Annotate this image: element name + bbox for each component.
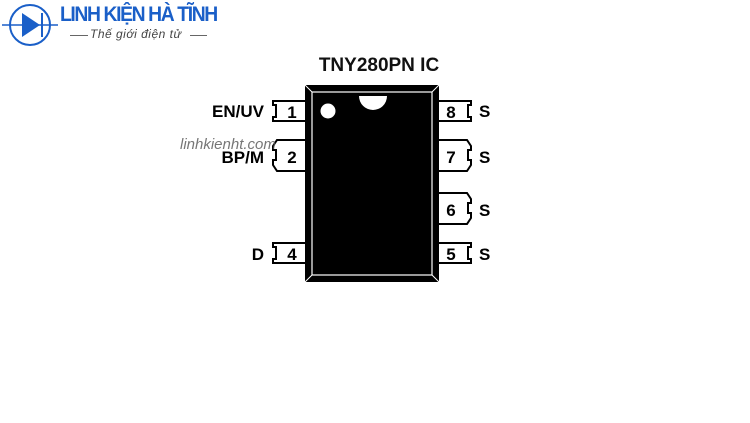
pin-label: S xyxy=(479,148,490,167)
pin-label: EN/UV xyxy=(212,102,265,121)
pin-label: S xyxy=(479,102,490,121)
pin-label: S xyxy=(479,245,490,264)
pin-number: 5 xyxy=(446,245,455,264)
pin-number: 6 xyxy=(446,201,455,220)
pin-2: 2 BP/M xyxy=(222,139,305,172)
pin-number: 4 xyxy=(287,245,297,264)
brand-name: LINH KIỆN HÀ TĨNH xyxy=(60,3,218,26)
diode-logo-icon xyxy=(2,4,58,46)
pin-8: 8 S xyxy=(439,100,490,122)
pin-label: D xyxy=(252,245,264,264)
pin-number: 8 xyxy=(446,103,455,122)
diagram-title: TNY280PN IC xyxy=(319,55,440,76)
pin-6: 6 S xyxy=(439,192,490,225)
pin-5: 5 S xyxy=(439,242,490,264)
pin-7: 7 S xyxy=(439,139,490,172)
pin1-dot-icon xyxy=(320,103,336,119)
logo: LINH KIỆN HÀ TĨNH Thế giới điện tử xyxy=(0,0,240,50)
ic-body xyxy=(304,84,440,283)
pin-1: 1 EN/UV xyxy=(212,100,305,122)
pin-4: 4 D xyxy=(252,242,305,264)
notch-icon xyxy=(359,96,387,110)
tagline-rule-left xyxy=(70,35,88,36)
tagline: Thế giới điện tử xyxy=(90,27,182,41)
pin-number: 7 xyxy=(446,148,455,167)
pin-number: 1 xyxy=(287,103,296,122)
tagline-rule-right xyxy=(190,35,207,36)
watermark: linhkienht.com xyxy=(180,136,276,153)
pin-label: S xyxy=(479,201,490,220)
pin-label: BP/M xyxy=(222,148,265,167)
pin-number: 2 xyxy=(287,148,296,167)
